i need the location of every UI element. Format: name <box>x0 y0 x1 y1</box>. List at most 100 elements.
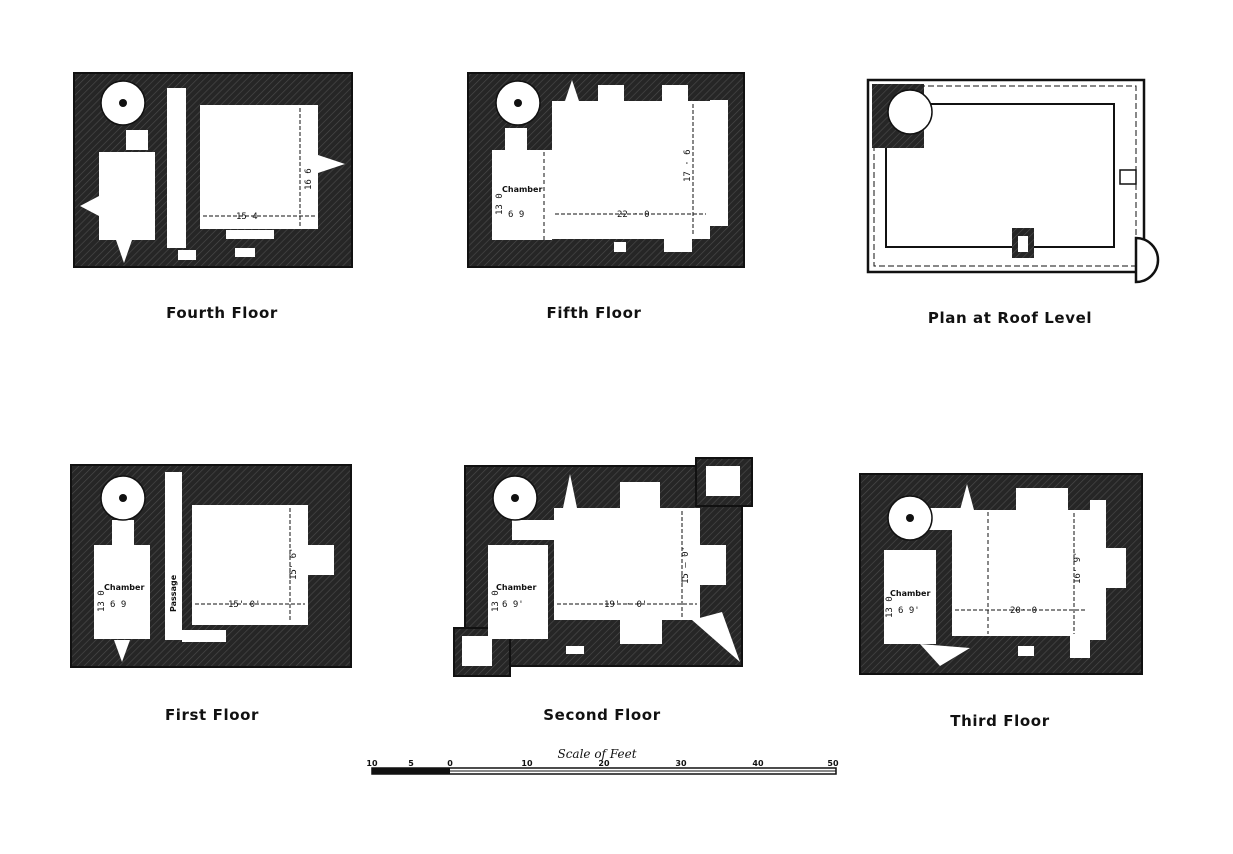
plan-first-floor: Chamber Passage 6 9 13 0 15' 0' 15' 6' F… <box>70 464 352 724</box>
fifth-dim-chamber-w: 6 9 <box>508 210 524 220</box>
roof-chimney-flue <box>1018 236 1028 252</box>
fifth-loop-north <box>565 80 579 101</box>
scale-ticks: 10 5 0 10 20 30 40 50 <box>366 759 839 768</box>
second-stair-neck <box>512 520 558 540</box>
second-loop-north <box>563 474 577 508</box>
second-annex-ne-room <box>706 466 740 496</box>
fourth-loop-east <box>318 155 345 173</box>
third-floor-caption: Third Floor <box>950 712 1049 730</box>
second-dim-chamber-w: 6 9' <box>502 600 524 610</box>
fifth-main-room <box>552 101 710 239</box>
first-dim-chamber-h: 13 0 <box>97 590 107 612</box>
plan-roof-level: Plan at Roof Level <box>866 78 1160 327</box>
fifth-floor-caption: Fifth Floor <box>547 304 642 322</box>
scale-title: Scale of Feet <box>557 747 636 761</box>
roof-spiral-stair <box>887 89 933 135</box>
first-dim-chamber-w: 6 9 <box>110 600 126 610</box>
third-chamber-room <box>884 550 936 644</box>
second-bay-south <box>620 620 662 644</box>
plan-second-floor: Chamber 6 9' 13 0 19' · 0' 15 — 0' Secon… <box>453 457 753 724</box>
first-floor-caption: First Floor <box>165 706 259 724</box>
second-chamber-room <box>488 545 548 639</box>
second-bay-north <box>620 482 660 510</box>
third-bay-north <box>1016 488 1068 510</box>
second-annex-sw-room <box>462 636 492 666</box>
fourth-loop-south <box>116 240 132 263</box>
fourth-recess-1 <box>226 230 274 239</box>
third-bay-east <box>1090 500 1106 640</box>
scale-of-feet: Scale of Feet 10 5 0 10 20 30 40 50 <box>366 747 839 775</box>
fourth-dim-width: 15 4 <box>236 212 258 222</box>
fifth-dim-height: 17 · 6 <box>683 149 693 182</box>
first-passage <box>165 472 182 640</box>
fifth-dim-width: 22 · 0 <box>617 210 650 220</box>
first-dim-width: 15' 0' <box>228 600 261 610</box>
fifth-dim-chamber-h: 13 0 <box>495 193 505 215</box>
third-passage-sw <box>920 644 970 666</box>
third-bay-east-outer <box>1106 548 1126 588</box>
second-dim-chamber-h: 13 0 <box>491 590 501 612</box>
first-chamber-room <box>94 545 150 639</box>
first-passage-end <box>182 630 226 642</box>
plan-third-floor: Chamber 6 9' 13 0 20· 0 16' 9' Third Flo… <box>859 473 1143 730</box>
fifth-recess-south <box>614 242 626 252</box>
second-stair-newel <box>511 494 519 502</box>
fourth-stair-neck <box>126 130 148 150</box>
third-dim-chamber-w: 6 9' <box>898 606 920 616</box>
fourth-recess-2 <box>235 248 255 257</box>
third-dim-height: 16' 9' <box>1073 551 1083 584</box>
first-main-room <box>192 505 308 625</box>
fifth-chamber-room <box>492 150 552 240</box>
third-stair-newel <box>906 514 914 522</box>
scale-tick-label: 30 <box>675 759 687 768</box>
fourth-recess-3 <box>178 250 196 260</box>
fifth-bay-east <box>710 100 728 226</box>
scale-tick-label: 40 <box>752 759 764 768</box>
fifth-chamber-label: Chamber <box>502 185 542 194</box>
fifth-stair-neck <box>505 128 527 150</box>
fifth-stair-newel <box>514 99 522 107</box>
fifth-bay-north-2 <box>662 85 688 101</box>
roof-corner-turret <box>1134 236 1160 284</box>
fourth-passage <box>167 88 186 248</box>
scale-bar-subdivisions <box>372 768 450 774</box>
scale-tick-label: 20 <box>598 759 610 768</box>
first-passage-label: Passage <box>169 574 178 612</box>
scale-tick-label: 10 <box>366 759 378 768</box>
second-loop-se <box>692 612 740 662</box>
fourth-main-room <box>200 105 318 229</box>
third-bay-south <box>1070 636 1090 658</box>
second-bay-east <box>700 545 726 585</box>
third-dim-width: 20· 0 <box>1010 606 1037 616</box>
first-stair-newel <box>119 494 127 502</box>
second-main-room <box>554 508 700 620</box>
third-stair-neck <box>926 508 966 530</box>
first-dim-height: 15' 6' <box>289 547 299 580</box>
second-dim-height: 15 — 0' <box>681 546 691 584</box>
second-floor-caption: Second Floor <box>543 706 660 724</box>
third-chamber-label: Chamber <box>890 589 930 598</box>
third-loop-north <box>960 484 974 510</box>
first-chamber-label: Chamber <box>104 583 144 592</box>
second-recess <box>566 646 584 654</box>
plan-fourth-floor: 15 4 16 6 Fourth Floor <box>73 72 353 322</box>
fourth-loop-west <box>80 196 99 216</box>
scale-tick-label: 0 <box>447 759 453 768</box>
second-dim-width: 19' · 0' <box>604 600 647 610</box>
first-bay-east <box>308 545 334 575</box>
fourth-floor-caption: Fourth Floor <box>166 304 278 322</box>
scale-tick-label: 5 <box>408 759 414 768</box>
third-recess-south <box>1018 646 1034 656</box>
scale-tick-label: 50 <box>827 759 839 768</box>
third-dim-chamber-h: 13 0 <box>885 596 895 618</box>
fourth-stair-newel <box>119 99 127 107</box>
fifth-bay-south <box>664 238 692 252</box>
plan-fifth-floor: Chamber 6 9 13 0 22 · 0 17 · 6 Fifth Flo… <box>467 72 745 322</box>
first-loop-south <box>114 640 130 662</box>
fifth-bay-north-1 <box>598 85 624 101</box>
second-chamber-label: Chamber <box>496 583 536 592</box>
third-main-room <box>952 510 1090 636</box>
fourth-dim-height: 16 6 <box>304 168 314 190</box>
roof-level-caption: Plan at Roof Level <box>928 309 1092 327</box>
